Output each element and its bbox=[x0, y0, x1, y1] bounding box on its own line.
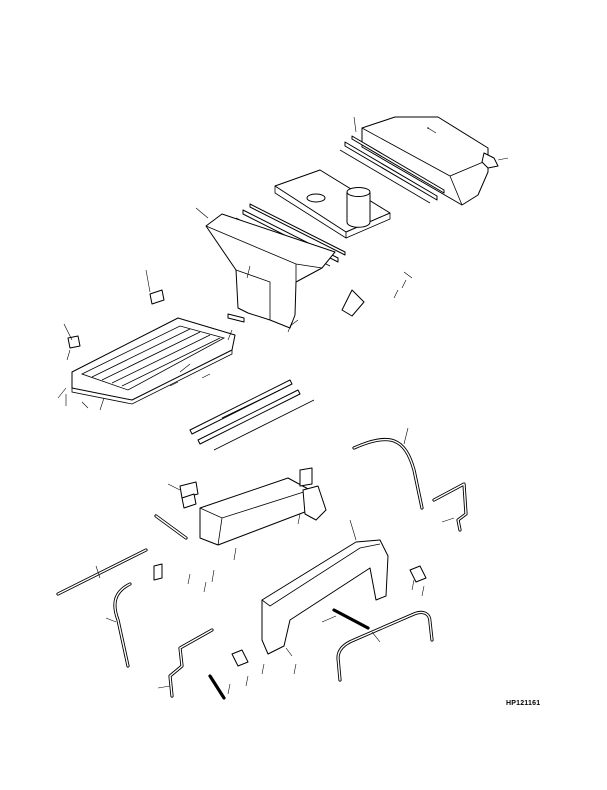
short-rod-right bbox=[332, 608, 370, 630]
callout-leaders bbox=[57, 269, 455, 689]
u-tube-bottom bbox=[336, 610, 434, 682]
base-frame-assembly bbox=[179, 477, 327, 546]
clamp-hardware bbox=[231, 565, 427, 667]
seat-frame bbox=[71, 317, 236, 405]
housing-foot bbox=[227, 313, 245, 323]
short-rod-bottom bbox=[208, 674, 226, 700]
curved-tube-center bbox=[168, 628, 214, 698]
fastener-arrows bbox=[65, 265, 425, 695]
bent-rod-right bbox=[432, 482, 468, 532]
long-rail-assembly bbox=[189, 379, 315, 451]
front-housing bbox=[195, 207, 336, 329]
small-bracket-right bbox=[299, 467, 313, 487]
corner-bracket bbox=[341, 289, 365, 317]
bent-tube-top-right bbox=[352, 438, 424, 510]
center-column bbox=[346, 187, 371, 228]
long-rod-left bbox=[56, 548, 148, 596]
rear-rail-set bbox=[339, 116, 445, 204]
plate-small bbox=[181, 493, 197, 509]
rear-cover-clip bbox=[481, 152, 509, 169]
small-bracket-left bbox=[153, 563, 163, 581]
base-tube-left bbox=[154, 514, 188, 540]
curved-tube-left bbox=[113, 582, 132, 668]
seat-bracket-left bbox=[67, 335, 81, 349]
figure-id-label: HP121161 bbox=[506, 700, 541, 707]
side-panel bbox=[261, 539, 389, 655]
seat-bracket-top bbox=[149, 289, 165, 305]
